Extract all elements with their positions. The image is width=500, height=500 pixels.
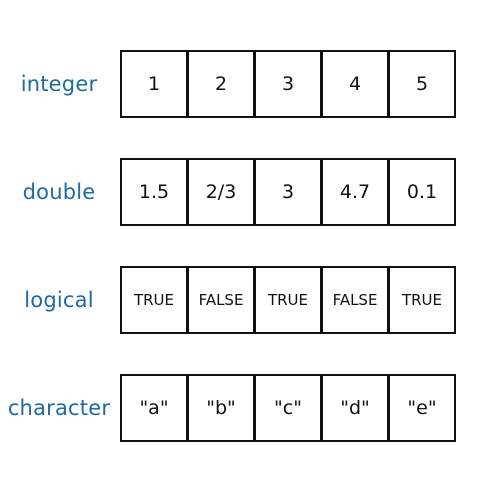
- row-label-character: character: [7, 396, 111, 420]
- cell-character-3: "c": [254, 374, 322, 442]
- cell-character-2: "b": [187, 374, 255, 442]
- cell-double-5: 0.1: [388, 158, 456, 226]
- cell-character-1: "a": [120, 374, 188, 442]
- cell-double-3: 3: [254, 158, 322, 226]
- cell-double-1: 1.5: [120, 158, 188, 226]
- cell-character-5: "e": [388, 374, 456, 442]
- cell-integer-3: 3: [254, 50, 322, 118]
- row-character: character "a" "b" "c" "d" "e": [0, 374, 500, 442]
- cell-integer-1: 1: [120, 50, 188, 118]
- cell-integer-4: 4: [321, 50, 389, 118]
- row-label-double: double: [22, 180, 96, 204]
- cell-logical-4: FALSE: [321, 266, 389, 334]
- cell-logical-2: FALSE: [187, 266, 255, 334]
- cell-logical-5: TRUE: [388, 266, 456, 334]
- row-double: double 1.5 2/3 3 4.7 0.1: [0, 158, 500, 226]
- cell-logical-3: TRUE: [254, 266, 322, 334]
- cells-integer: 1 2 3 4 5: [120, 50, 457, 118]
- cell-logical-1: TRUE: [120, 266, 188, 334]
- row-integer: integer 1 2 3 4 5: [0, 50, 500, 118]
- row-label-logical: logical: [24, 288, 94, 312]
- row-label-integer: integer: [20, 72, 98, 96]
- cell-integer-5: 5: [388, 50, 456, 118]
- row-logical: logical TRUE FALSE TRUE FALSE TRUE: [0, 266, 500, 334]
- cell-double-2: 2/3: [187, 158, 255, 226]
- cells-character: "a" "b" "c" "d" "e": [120, 374, 457, 442]
- cell-double-4: 4.7: [321, 158, 389, 226]
- cells-logical: TRUE FALSE TRUE FALSE TRUE: [120, 266, 457, 334]
- cell-character-4: "d": [321, 374, 389, 442]
- cells-double: 1.5 2/3 3 4.7 0.1: [120, 158, 457, 226]
- cell-integer-2: 2: [187, 50, 255, 118]
